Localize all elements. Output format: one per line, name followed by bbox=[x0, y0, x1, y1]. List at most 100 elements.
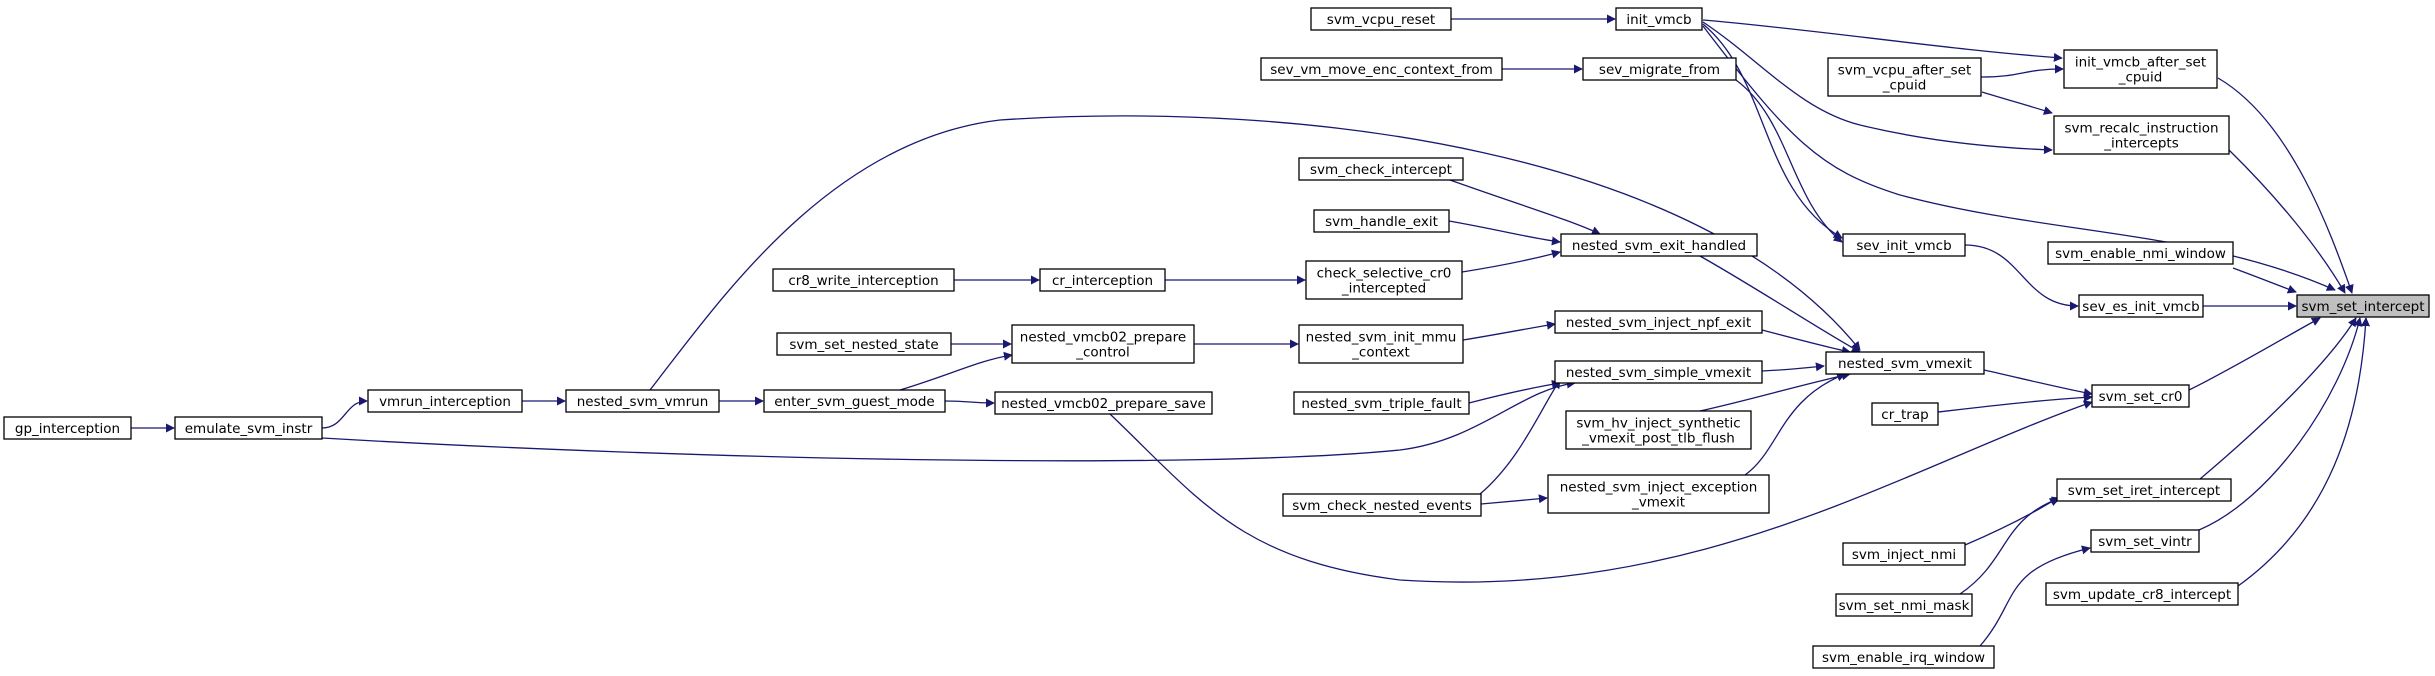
node-label: svm_recalc_instruction bbox=[2064, 121, 2218, 137]
node-label: svm_vcpu_after_set bbox=[1838, 63, 1972, 79]
node-svm-check-nested-events[interactable]: svm_check_nested_events bbox=[1282, 493, 1482, 517]
node-box bbox=[2053, 115, 2230, 155]
node-init-vmcb[interactable]: init_vmcb bbox=[1615, 7, 1703, 31]
node-nested-svm-init-mmu-context[interactable]: nested_svm_init_mmu_context bbox=[1298, 324, 1464, 364]
node-nested-vmcb02-prepare-control[interactable]: nested_vmcb02_prepare_control bbox=[1011, 324, 1195, 364]
node-svm-set-intercept[interactable]: svm_set_intercept bbox=[2296, 294, 2430, 318]
node-svm-set-nmi-mask[interactable]: svm_set_nmi_mask bbox=[1835, 593, 1973, 617]
node-cr-trap[interactable]: cr_trap bbox=[1871, 402, 1939, 426]
node-label: nested_svm_inject_exception bbox=[1560, 480, 1758, 496]
node-box bbox=[1812, 645, 1995, 669]
node-label: sev_es_init_vmcb bbox=[2082, 299, 2199, 315]
node-nested-svm-vmrun[interactable]: nested_svm_vmrun bbox=[565, 389, 720, 413]
node-box bbox=[776, 332, 952, 356]
edge-check_selective_cr0_intercepted-to-nested_svm_exit_handled bbox=[1461, 249, 1561, 273]
node-svm-handle-exit[interactable]: svm_handle_exit bbox=[1313, 209, 1450, 233]
node-nested-svm-exit-handled[interactable]: nested_svm_exit_handled bbox=[1560, 233, 1758, 257]
node-label: emulate_svm_instr bbox=[185, 421, 313, 437]
node-label: _context bbox=[1351, 345, 1410, 361]
node-svm-set-vintr[interactable]: svm_set_vintr bbox=[2090, 529, 2200, 553]
node-label: _cpuid bbox=[1882, 78, 1927, 94]
edge-svm_vcpu_after_set_cpuid-to-init_vmcb_after_set_cpuid bbox=[1980, 64, 2064, 78]
edge-svm_check_nested_events-to-nested_svm_inject_exception_vmexit bbox=[1480, 494, 1548, 505]
node-label: _cpuid bbox=[2118, 70, 2163, 86]
edge-emulate_svm_instr-to-vmrun_interception bbox=[321, 396, 368, 429]
edge-svm_recalc_instruction_intercepts-to-svm_set_intercept bbox=[2228, 149, 2346, 294]
edge-svm_enable_nmi_window-to-svm_set_intercept bbox=[2232, 267, 2297, 294]
node-label: sev_vm_move_enc_context_from bbox=[1270, 62, 1493, 78]
node-svm-enable-irq-window[interactable]: svm_enable_irq_window bbox=[1812, 645, 1995, 669]
node-label: nested_svm_init_mmu bbox=[1306, 330, 1457, 346]
node-sev-es-init-vmcb[interactable]: sev_es_init_vmcb bbox=[2078, 294, 2204, 318]
node-label: init_vmcb_after_set bbox=[2075, 55, 2206, 71]
edge-svm_check_nested_events-to-nested_svm_simple_vmexit bbox=[1479, 379, 1561, 495]
node-check-selective-cr0-intercepted[interactable]: check_selective_cr0_intercepted bbox=[1305, 260, 1463, 300]
node-enter-svm-guest-mode[interactable]: enter_svm_guest_mode bbox=[763, 389, 946, 413]
node-label: svm_check_nested_events bbox=[1292, 498, 1472, 514]
nodes-layer: svm_vcpu_reset init_vmcb sev_vm_move_enc_c… bbox=[3, 7, 2430, 669]
edge-svm_handle_exit-to-nested_svm_exit_handled bbox=[1448, 220, 1561, 246]
node-label: nested_svm_inject_npf_exit bbox=[1566, 315, 1751, 331]
edge-nested_svm_init_mmu_context-to-nested_svm_inject_npf_exit bbox=[1462, 320, 1556, 341]
node-box bbox=[2078, 294, 2204, 318]
node-label: cr_interception bbox=[1052, 273, 1153, 289]
node-svm-inject-nmi[interactable]: svm_inject_nmi bbox=[1842, 542, 1966, 566]
edge-nested_svm_exit_handled-to-nested_svm_vmexit bbox=[1699, 255, 1861, 353]
node-svm-vcpu-after-set-cpuid[interactable]: svm_vcpu_after_set_cpuid bbox=[1827, 57, 1982, 97]
node-box bbox=[1554, 310, 1763, 334]
node-svm-set-iret-intercept[interactable]: svm_set_iret_intercept bbox=[2056, 478, 2232, 502]
node-label: svm_vcpu_reset bbox=[1327, 12, 1435, 28]
edge-nested_vmcb02_prepare_save-to-svm_set_cr0 bbox=[1109, 400, 2093, 583]
node-label: _vmexit bbox=[1631, 495, 1685, 511]
node-label: svm_enable_irq_window bbox=[1822, 650, 1985, 666]
node-label: svm_hv_inject_synthetic bbox=[1576, 416, 1740, 432]
node-nested-svm-inject-npf-exit[interactable]: nested_svm_inject_npf_exit bbox=[1554, 310, 1763, 334]
node-box bbox=[565, 389, 720, 413]
node-svm-vcpu-reset[interactable]: svm_vcpu_reset bbox=[1310, 7, 1452, 31]
node-label: check_selective_cr0 bbox=[1317, 266, 1452, 282]
node-label: cr_trap bbox=[1881, 407, 1928, 423]
node-label: _vmexit_post_tlb_flush bbox=[1581, 431, 1735, 447]
node-emulate-svm-instr[interactable]: emulate_svm_instr bbox=[174, 416, 323, 440]
node-nested-svm-triple-fault[interactable]: nested_svm_triple_fault bbox=[1293, 391, 1470, 415]
node-vmrun-interception[interactable]: vmrun_interception bbox=[367, 389, 523, 413]
node-svm-update-cr8-intercept[interactable]: svm_update_cr8_intercept bbox=[2045, 582, 2239, 606]
node-box bbox=[1842, 233, 1966, 257]
node-svm-hv-inject-synthetic-vmexit-post-tlb-flush[interactable]: svm_hv_inject_synthetic_vmexit_post_tlb_… bbox=[1565, 410, 1752, 450]
node-gp-interception[interactable]: gp_interception bbox=[3, 416, 132, 440]
node-label: svm_handle_exit bbox=[1325, 214, 1438, 230]
node-label: nested_svm_vmexit bbox=[1838, 356, 1972, 372]
node-box bbox=[1565, 410, 1752, 450]
node-nested-svm-inject-exception-vmexit[interactable]: nested_svm_inject_exception_vmexit bbox=[1547, 474, 1770, 514]
node-cr-interception[interactable]: cr_interception bbox=[1039, 268, 1166, 292]
node-label: sev_init_vmcb bbox=[1856, 238, 1951, 254]
node-sev-init-vmcb[interactable]: sev_init_vmcb bbox=[1842, 233, 1966, 257]
node-box bbox=[2056, 478, 2232, 502]
node-label: svm_set_intercept bbox=[2301, 299, 2424, 315]
node-cr8-write-interception[interactable]: cr8_write_interception bbox=[772, 268, 955, 292]
edge-init_vmcb-to-init_vmcb_after_set_cpuid bbox=[1702, 19, 2063, 62]
node-box bbox=[2091, 384, 2190, 408]
node-svm-enable-nmi-window[interactable]: svm_enable_nmi_window bbox=[2047, 241, 2234, 265]
node-init-vmcb-after-set-cpuid[interactable]: init_vmcb_after_set_cpuid bbox=[2063, 49, 2218, 89]
edge-svm_set_nmi_mask-to-svm_set_iret_intercept bbox=[1959, 496, 2061, 595]
node-label: nested_vmcb02_prepare bbox=[1020, 330, 1186, 346]
node-sev-vm-move-enc-context-from[interactable]: sev_vm_move_enc_context_from bbox=[1260, 57, 1503, 81]
node-nested-svm-vmexit[interactable]: nested_svm_vmexit bbox=[1825, 351, 1985, 375]
node-label: svm_set_iret_intercept bbox=[2068, 483, 2220, 499]
node-label: nested_svm_exit_handled bbox=[1572, 238, 1746, 254]
edge-nested_svm_triple_fault-to-nested_svm_simple_vmexit bbox=[1468, 379, 1561, 404]
node-svm-check-intercept[interactable]: svm_check_intercept bbox=[1298, 157, 1464, 181]
node-box bbox=[1260, 57, 1503, 81]
edge-svm_enable_irq_window-to-svm_set_vintr bbox=[1979, 545, 2091, 647]
node-svm-recalc-instruction-intercepts[interactable]: svm_recalc_instruction_intercepts bbox=[2053, 115, 2230, 155]
edge-enter_svm_guest_mode-to-nested_vmcb02_prepare_control bbox=[899, 351, 1013, 391]
node-svm-set-nested-state[interactable]: svm_set_nested_state bbox=[776, 332, 952, 356]
node-svm-set-cr0[interactable]: svm_set_cr0 bbox=[2091, 384, 2190, 408]
edge-nested_svm_vmexit-to-svm_set_cr0 bbox=[1983, 369, 2093, 397]
edge-svm_vcpu_after_set_cpuid-to-svm_recalc_instruction_intercepts bbox=[1981, 91, 2053, 115]
node-sev-migrate-from[interactable]: sev_migrate_from bbox=[1582, 57, 1737, 81]
node-label: init_vmcb bbox=[1626, 12, 1691, 28]
node-nested-vmcb02-prepare-save[interactable]: nested_vmcb02_prepare_save bbox=[994, 391, 1213, 415]
node-nested-svm-simple-vmexit[interactable]: nested_svm_simple_vmexit bbox=[1554, 360, 1763, 384]
